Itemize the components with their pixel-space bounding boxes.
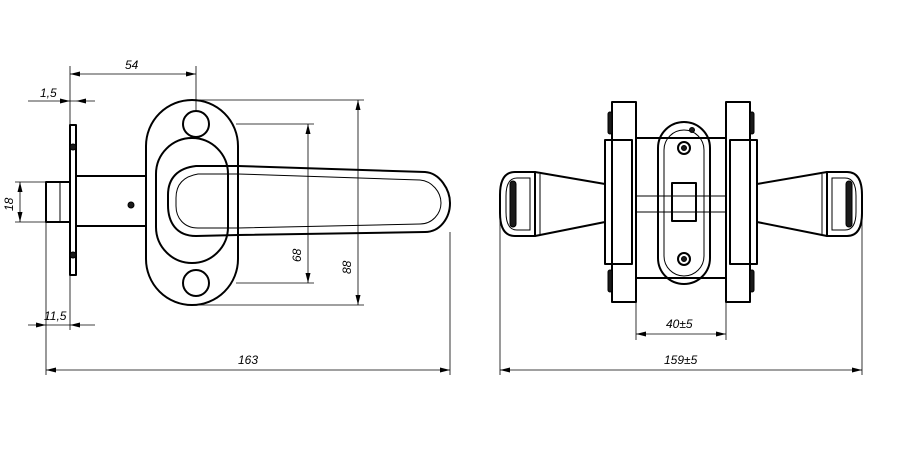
lever-left <box>534 171 606 237</box>
front-view <box>499 101 863 303</box>
dim-11-5: 11,5 <box>44 309 67 323</box>
side-view <box>45 99 451 306</box>
latch-bolt <box>671 182 697 222</box>
dim-18: 18 <box>2 197 16 211</box>
screw-hole-bottom <box>182 269 210 297</box>
dim-68: 68 <box>290 248 304 262</box>
front-view-dimensions: 40±5 159±5 <box>499 213 863 375</box>
side-view-dimensions: 54 1,5 18 11,5 68 88 <box>2 58 451 375</box>
latch-faceplate <box>657 121 711 285</box>
dim-40-5: 40±5 <box>666 317 693 331</box>
dim-1-5: 1,5 <box>40 86 57 100</box>
lever-right <box>756 171 828 237</box>
spindle-stub <box>45 181 71 223</box>
rosette <box>145 99 239 306</box>
spindle <box>75 175 147 227</box>
lever <box>167 165 451 237</box>
dim-88: 88 <box>340 260 354 274</box>
dim-54: 54 <box>125 58 139 72</box>
screw-hole-top <box>182 110 210 138</box>
dim-163: 163 <box>238 353 258 367</box>
dim-159-5: 159±5 <box>664 353 698 367</box>
